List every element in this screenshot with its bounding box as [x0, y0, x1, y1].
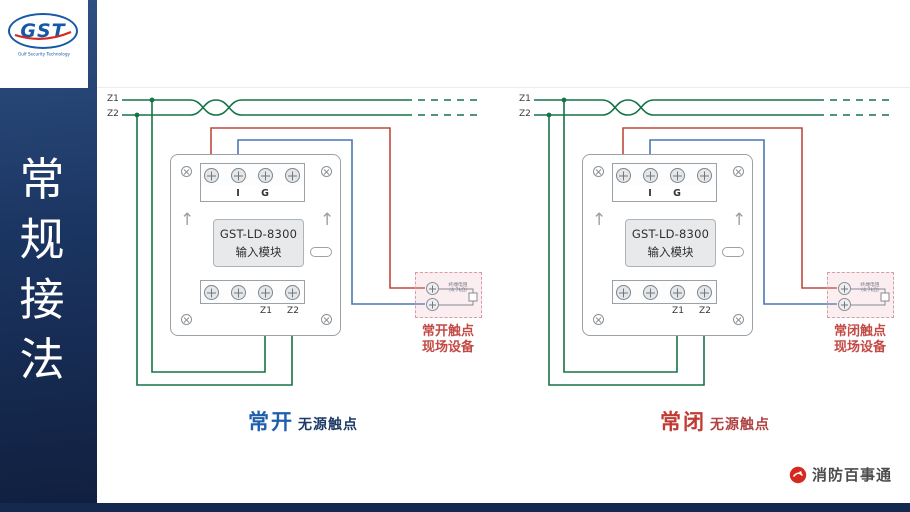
device-terminal-icon: [426, 298, 439, 311]
terminal-label-g: G: [673, 188, 681, 199]
terminal-resistor-icon: [439, 288, 478, 306]
mount-screw-icon: [593, 314, 604, 325]
terminal-screw-icon: [616, 285, 631, 300]
footer-brand-text: 消防百事通: [812, 466, 893, 484]
terminal-label-z2: Z2: [699, 306, 711, 316]
terminal-screw-icon: [643, 285, 658, 300]
terminal-screw-icon: [258, 285, 273, 300]
wiring-lines: [534, 97, 890, 386]
terminal-screw-icon: [204, 285, 219, 300]
gst-logo-tagline: Gulf Security Technology: [17, 52, 70, 57]
bottom-terminal-strip: [200, 280, 305, 304]
field-device-box: 终端电阻 (4.7kΩ): [827, 272, 894, 318]
orientation-arrow-icon: ↑: [592, 210, 607, 230]
mount-screw-icon: [321, 166, 332, 177]
footer-brand: 消防百事通: [789, 464, 892, 485]
terminal-screw-icon: [204, 168, 219, 183]
sidebar-title-char: 规: [19, 213, 65, 266]
xiaofang-baishitong-logo-icon: [789, 466, 807, 483]
device-terminal-icon: [426, 282, 439, 295]
terminal-label-z1: Z1: [260, 306, 272, 316]
caption-highlight: 常闭: [660, 410, 706, 434]
terminal-screw-icon: [258, 168, 273, 183]
terminal-screw-icon: [643, 168, 658, 183]
mount-screw-icon: [733, 314, 744, 325]
mount-screw-icon: [321, 314, 332, 325]
top-terminal-labels: I G: [200, 186, 305, 202]
mount-screw-icon: [733, 166, 744, 177]
sidebar-title-char: 接: [19, 273, 65, 326]
terminal-screw-icon: [670, 168, 685, 183]
module-model: GST-LD-8300: [219, 226, 298, 241]
terminal-screw-icon: [697, 285, 712, 300]
bottom-terminal-strip: [612, 280, 717, 304]
terminal-screw-icon: [231, 168, 246, 183]
sidebar-title-char: 常: [19, 153, 65, 206]
sidebar-vertical-title: 常 规 接 法: [0, 150, 84, 390]
terminal-resistor-label: 终端电阻 (4.7kΩ): [448, 282, 468, 294]
gst-logo-oval-icon: GST: [8, 13, 78, 49]
terminal-resistor-icon: [851, 288, 890, 306]
wiring-diagram-normally-closed: Z1 Z2 I G ↑ ↑ GST-LD-8300 输入模块 Z1: [515, 88, 910, 468]
bus-label-z2: Z2: [107, 109, 119, 119]
module-slot: [722, 247, 744, 257]
caption-rest: 无源触点: [298, 417, 358, 433]
terminal-label-g: G: [261, 188, 269, 199]
top-terminal-labels: I G: [612, 186, 717, 202]
bottom-bar: [0, 503, 910, 512]
gst-logo-text: GST: [20, 20, 66, 42]
module-nameplate: GST-LD-8300 输入模块: [625, 219, 716, 267]
terminal-screw-icon: [285, 285, 300, 300]
mount-screw-icon: [593, 166, 604, 177]
mount-screw-icon: [181, 166, 192, 177]
device-terminal-icon: [838, 298, 851, 311]
diagram-caption: 常闭无源触点: [515, 406, 910, 436]
diagram-caption: 常开无源触点: [103, 406, 503, 436]
orientation-arrow-icon: ↑: [320, 210, 335, 230]
gst-logo: GST Gulf Security Technology: [0, 0, 88, 88]
input-module: I G ↑ ↑ GST-LD-8300 输入模块 Z1 Z2: [170, 154, 341, 336]
terminal-label-z1: Z1: [672, 306, 684, 316]
top-terminal-strip: [612, 163, 717, 187]
terminal-label-i: I: [236, 188, 240, 199]
module-name: 输入模块: [647, 244, 694, 259]
terminal-screw-icon: [670, 285, 685, 300]
terminal-screw-icon: [231, 285, 246, 300]
module-slot: [310, 247, 332, 257]
module-model: GST-LD-8300: [631, 226, 710, 241]
wiring-lines: [122, 97, 478, 386]
caption-highlight: 常开: [248, 410, 294, 434]
field-device-box: 终端电阻 (4.7kΩ): [415, 272, 482, 318]
device-terminal-icon: [838, 282, 851, 295]
module-nameplate: GST-LD-8300 输入模块: [213, 219, 304, 267]
terminal-resistor-label: 终端电阻 (4.7kΩ): [860, 282, 880, 294]
top-divider: [97, 87, 910, 88]
module-name: 输入模块: [235, 244, 282, 259]
input-module: I G ↑ ↑ GST-LD-8300 输入模块 Z1 Z2: [582, 154, 753, 336]
field-device-label: 常闭触点 现场设备: [833, 324, 886, 355]
terminal-screw-icon: [285, 168, 300, 183]
mount-screw-icon: [181, 314, 192, 325]
sidebar-title-char: 法: [19, 333, 65, 386]
terminal-label-i: I: [648, 188, 652, 199]
field-device-label: 常开触点 现场设备: [421, 324, 474, 355]
caption-rest: 无源触点: [710, 417, 770, 433]
terminal-screw-icon: [616, 168, 631, 183]
terminal-label-z2: Z2: [287, 306, 299, 316]
bus-label-z1: Z1: [107, 94, 119, 104]
bus-label-z1: Z1: [519, 94, 531, 104]
wiring-diagram-normally-open: Z1 Z2 I G ↑ ↑ GST-LD-8300 输入模块 Z1: [103, 88, 503, 468]
terminal-screw-icon: [697, 168, 712, 183]
bus-label-z2: Z2: [519, 109, 531, 119]
top-terminal-strip: [200, 163, 305, 187]
orientation-arrow-icon: ↑: [180, 210, 195, 230]
orientation-arrow-icon: ↑: [732, 210, 747, 230]
